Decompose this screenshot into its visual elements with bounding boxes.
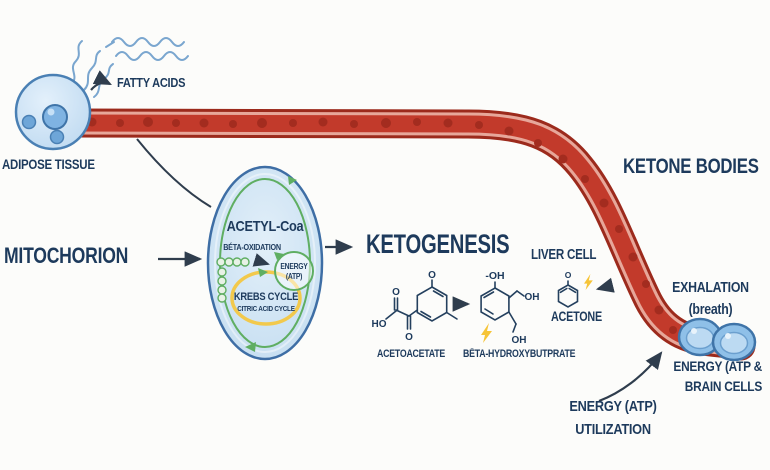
beta-oxidation-arrow <box>252 253 270 267</box>
adipose-tissue-label: ADIPOSE TISSUE <box>2 157 95 172</box>
atom-label: O <box>565 270 572 280</box>
exhalation-line2: (breath) <box>688 301 733 318</box>
acetone-arrow <box>595 277 615 293</box>
energy-util-line2: UTILIZATION <box>575 420 651 438</box>
acetone-label: ACETONE <box>551 309 602 324</box>
exhalation-label: EXHALATION (breath) <box>657 278 763 322</box>
cell-vesicle <box>49 129 65 145</box>
lightning-bolt-icon <box>584 274 593 290</box>
beta-oxidation-label: BÉTA-OXIDATION <box>223 242 281 252</box>
cell-to-mitochondrion-curve <box>136 138 212 208</box>
krebs-line1: KREBS CYCLE <box>233 291 299 303</box>
lightning-bolt-icon <box>481 323 492 343</box>
flow-arrowhead <box>258 268 268 277</box>
energy-brain-line2: BRAIN CELLS <box>684 378 762 395</box>
flow-arrowhead <box>245 342 256 352</box>
liver-cell-label: LIVER CELL <box>531 247 597 263</box>
acetone-structure: O <box>557 270 593 308</box>
exhalation-line1: EXHALATION <box>672 280 749 296</box>
energy-utilization-label: ENERGY (ATP) UTILIZATION <box>562 396 664 441</box>
energy-atp-label: ENERGY (ATP) <box>275 262 312 281</box>
arrows <box>90 70 663 403</box>
atom-label: -OH <box>485 270 504 282</box>
ketogenesis-title: KETOGENESIS <box>366 229 510 259</box>
krebs-cycle-label: KREBS CYCLE CITRIC ACID CYCLE <box>220 291 312 313</box>
beta-oxidation-dots <box>216 257 250 303</box>
mitochondrion-oval <box>206 165 324 361</box>
bhb-label: BĒTA-HYDROXYBUTPRATE <box>463 348 576 360</box>
adipose-cell <box>14 73 92 151</box>
bhb-structure: -OH OH OH <box>480 270 540 346</box>
ketone-bodies-label: KETONE BODIES <box>623 155 759 178</box>
energy-atp-circle <box>274 251 314 291</box>
energy-brain-label: ENERGY (ATP & BRAIN CELLS <box>657 356 762 397</box>
fatty-acids-label: FATTY ACIDS <box>117 75 186 90</box>
flow-arrowhead <box>288 176 297 185</box>
flow-arrowhead <box>274 252 284 260</box>
cell-nucleus <box>42 104 68 130</box>
energy-atp-line1: ENERGY <box>280 262 308 271</box>
atom-label: HO <box>372 319 387 330</box>
energy-atp-line2: (ATP) <box>285 271 303 281</box>
krebs-line2: CITRIC ACID CYCLE <box>237 304 295 314</box>
atom-label: O <box>405 332 413 343</box>
fatty-acids-arrow <box>90 70 112 91</box>
brain-cells <box>677 317 757 362</box>
acetyl-coa-label: ACETYL-Coa <box>226 218 304 235</box>
acetoacetate-label: ACETOACETATE <box>377 348 446 360</box>
atom-label: O <box>392 287 400 298</box>
mitochondrion-label: MITOCHORION <box>4 243 129 268</box>
energy-utilization-arrow <box>598 351 663 403</box>
atom-label: O <box>428 270 436 281</box>
acetoacetate-structure: O O HO O <box>372 270 458 343</box>
energy-brain-line1: ENERGY (ATP & <box>673 358 762 374</box>
cell-vesicle <box>21 114 37 130</box>
energy-util-line1: ENERGY (ATP) <box>569 398 657 415</box>
atom-label: OH <box>512 335 527 346</box>
atom-label: OH <box>525 292 540 303</box>
